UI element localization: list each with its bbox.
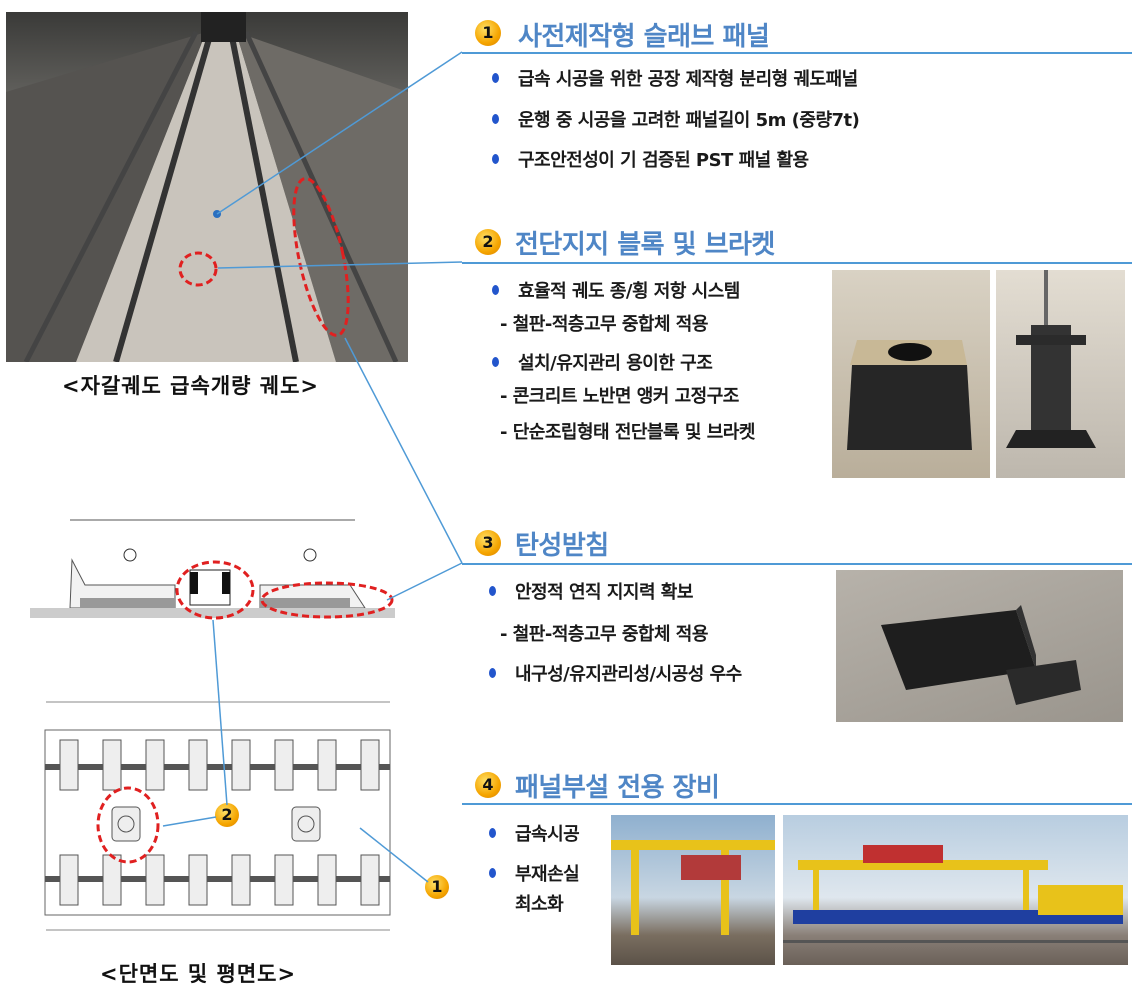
section-2-item: 효율적 궤도 종/횡 저항 시스템 <box>518 281 740 302</box>
equipment-photo-2 <box>783 815 1128 965</box>
bullet-icon <box>489 828 496 838</box>
bullet-icon <box>489 586 496 596</box>
bullet-icon <box>489 868 496 878</box>
drawing-caption: <단면도 및 평면도> <box>100 962 297 986</box>
section-2-badge: 2 <box>475 229 501 255</box>
section-2-title: 전단지지 블록 및 브라켓 <box>515 230 775 260</box>
cross-section-drawing <box>10 510 400 620</box>
section-1-item: 구조안전성이 기 검증된 PST 패널 활용 <box>518 150 809 171</box>
section-3-divider <box>462 563 1132 565</box>
section-4-item: 급속시공 <box>515 824 580 845</box>
section-4-badge: 4 <box>475 772 501 798</box>
section-3-item: 안정적 연직 지지력 확보 <box>515 582 693 603</box>
shear-block-photo <box>832 270 990 478</box>
section-2-item: 설치/유지관리 용이한 구조 <box>518 353 713 374</box>
section-2-subitem: - 단순조립형태 전단블록 및 브라켓 <box>500 422 755 443</box>
section-2-divider <box>462 262 1132 264</box>
bullet-icon <box>489 668 496 678</box>
section-4-divider <box>462 803 1132 805</box>
section-3-item: 내구성/유지관리성/시공성 우수 <box>515 664 742 685</box>
bullet-icon <box>492 154 499 164</box>
section-4-title: 패널부설 전용 장비 <box>515 773 720 803</box>
section-4-item: 부재손실 <box>515 864 580 885</box>
bracket-photo <box>996 270 1125 478</box>
bullet-icon <box>492 285 499 295</box>
bullet-icon <box>492 73 499 83</box>
photo-caption: <자갈궤도 급속개량 궤도> <box>62 374 320 398</box>
section-1-divider <box>462 52 1132 54</box>
section-1-item: 급속 시공을 위한 공장 제작형 분리형 궤도패널 <box>518 69 858 90</box>
drawing-badge-1: 1 <box>425 875 449 899</box>
tunnel-track-photo <box>6 12 408 362</box>
section-1-item: 운행 중 시공을 고려한 패널길이 5m (중량7t) <box>518 110 860 131</box>
section-2-subitem: - 철판-적층고무 중합체 적용 <box>500 314 708 335</box>
section-1-badge: 1 <box>475 20 501 46</box>
section-1-title: 사전제작형 슬래브 패널 <box>518 22 770 52</box>
section-4-subitem: 최소화 <box>515 894 564 915</box>
section-3-badge: 3 <box>475 530 501 556</box>
elastic-bearing-photo <box>836 570 1123 722</box>
drawing-badge-2: 2 <box>215 803 239 827</box>
bullet-icon <box>492 114 499 124</box>
bullet-icon <box>492 357 499 367</box>
section-3-title: 탄성받침 <box>515 531 609 561</box>
equipment-photo-1 <box>611 815 775 965</box>
section-3-subitem: - 철판-적층고무 중합체 적용 <box>500 624 708 645</box>
section-2-subitem: - 콘크리트 노반면 앵커 고정구조 <box>500 386 739 407</box>
